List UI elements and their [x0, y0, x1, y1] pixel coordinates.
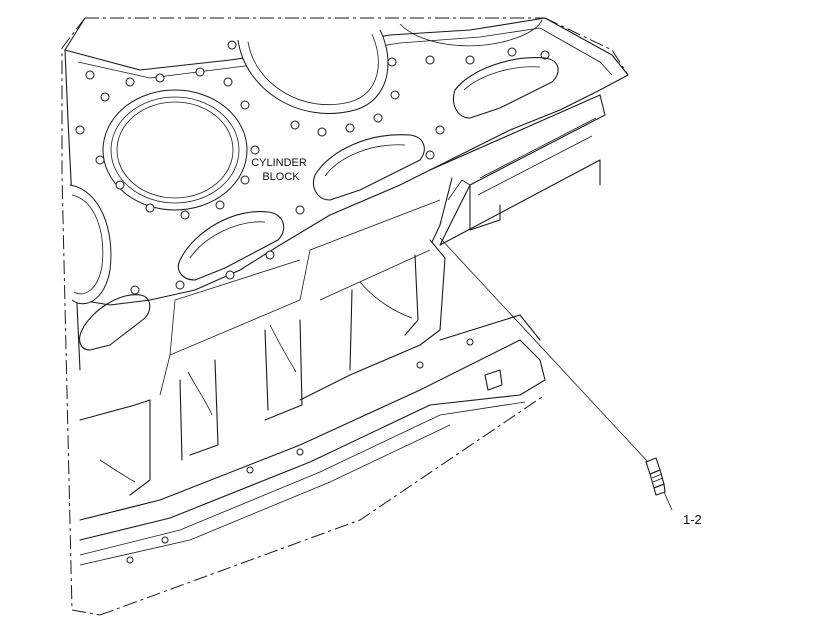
- web-frame-lines: [159, 199, 441, 396]
- coolant-passages: [79, 57, 559, 351]
- block-side-rail: [429, 94, 606, 246]
- crankcase-webs: [79, 239, 446, 496]
- plug-part-icon: [645, 457, 666, 496]
- cylinder-bore-2: [237, 29, 389, 114]
- cylinder-block-label-line1: CYLINDER: [251, 157, 307, 169]
- callout-leader: [439, 237, 673, 511]
- cylinder-block-label-line2: BLOCK: [262, 171, 300, 183]
- pan-rail: [79, 314, 546, 566]
- cylinder-bore-4: [69, 184, 112, 305]
- cylinder-bore-1: [102, 89, 248, 211]
- cylinder-bore-3: [399, 19, 543, 47]
- block-phantom-outline: [61, 17, 629, 616]
- callout-label: 1-2: [683, 512, 702, 527]
- head-bolt-holes: [75, 40, 550, 295]
